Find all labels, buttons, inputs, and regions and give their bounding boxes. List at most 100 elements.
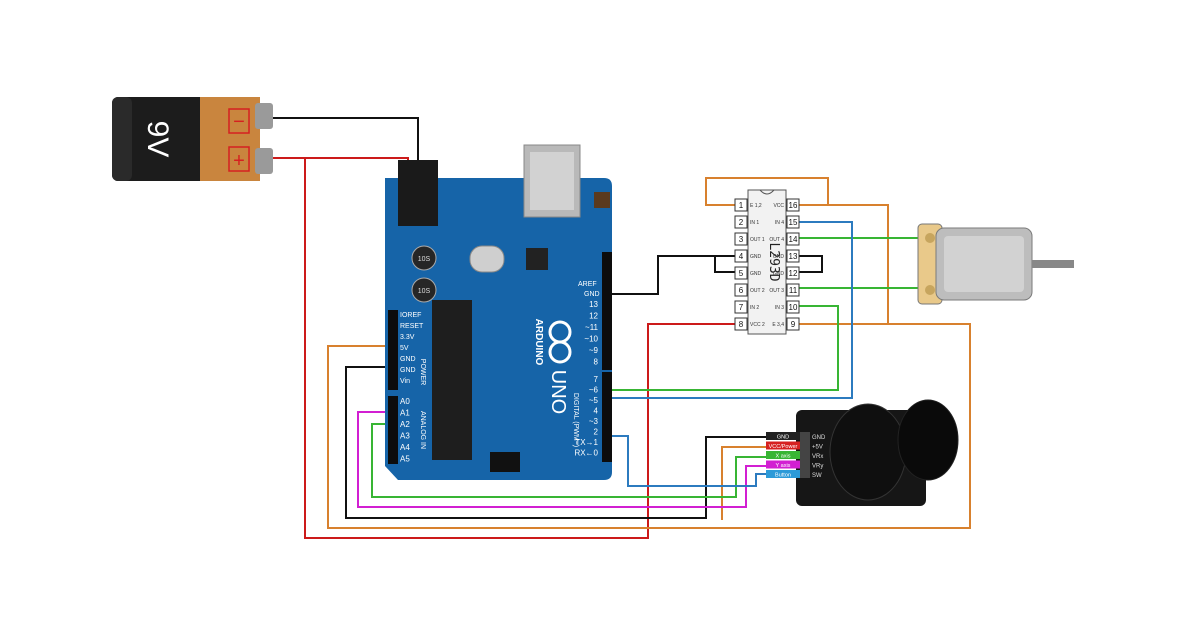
driver-pin-box xyxy=(786,249,800,263)
driver-pin-name: E 3,4 xyxy=(772,322,784,328)
joystick-header xyxy=(800,432,810,478)
driver-pin-name: OUT 3 xyxy=(769,288,784,294)
driver-pin-name: GND xyxy=(750,271,762,277)
driver-pin-number: 3 xyxy=(739,235,744,244)
wire-vcc-bus xyxy=(792,204,889,325)
digital-pin-label: 13 xyxy=(589,300,598,309)
joystick-pin-label: GND xyxy=(812,435,826,441)
wire-gnd-bridge-right xyxy=(792,255,823,273)
analog-pin-label: A2 xyxy=(400,420,410,429)
power-pin-label: Vin xyxy=(400,378,410,385)
arduino-uno-board: 10S 10S ARDUINO UNO AREF GND POWER ANALO… xyxy=(385,144,612,480)
wires xyxy=(268,117,971,539)
digital-pin-label: 7 xyxy=(594,375,599,384)
driver-pin-name: IN 4 xyxy=(775,220,784,226)
driver-pin-box xyxy=(786,283,800,297)
digital-pin-label: 4 xyxy=(594,407,599,416)
power-jack xyxy=(398,160,438,226)
wire-joy-button xyxy=(612,435,766,487)
digital-pin-label: 2 xyxy=(594,428,599,437)
driver-pin-name: GND xyxy=(773,271,785,277)
wire-red-bus xyxy=(304,158,742,539)
joystick-tag-bg xyxy=(766,470,800,478)
joystick-tag-bg xyxy=(766,432,800,440)
driver-pin-box xyxy=(786,198,800,212)
joystick-cap xyxy=(897,399,959,481)
driver-pin-name: VCC xyxy=(773,203,784,209)
power-pin-label: IOREF xyxy=(400,312,421,319)
driver-pin-name: OUT 2 xyxy=(750,288,765,294)
wire-in3 xyxy=(612,305,839,391)
wire-joy-gnd xyxy=(345,366,766,519)
joystick-tag-label: X axis xyxy=(776,454,791,460)
power-header xyxy=(388,310,398,390)
digital-pin-label: ~6 xyxy=(589,386,599,395)
driver-pin-box xyxy=(734,317,748,331)
analog-pin-label: A1 xyxy=(400,409,410,418)
driver-pin-name: OUT 1 xyxy=(750,237,765,243)
driver-pin-number: 5 xyxy=(739,269,744,278)
dc-motor xyxy=(917,223,1074,305)
joystick-base xyxy=(829,403,907,501)
digital-bottom-pin-labels: 7 ~6~5 4~3 2TX→1RX←0 xyxy=(574,375,598,458)
driver-pin-number: 13 xyxy=(789,252,798,261)
driver-pin-box xyxy=(734,300,748,314)
battery-minus-symbol: − xyxy=(233,111,245,133)
digital-pin-label: TX→1 xyxy=(575,438,598,447)
wire-gnd-to-driver xyxy=(600,255,742,295)
wire-joy-x xyxy=(371,423,766,498)
digital-pin-label: ~11 xyxy=(585,323,599,332)
wire-battery-positive xyxy=(268,157,409,170)
analog-title: ANALOG IN xyxy=(419,411,426,449)
capacitor-2 xyxy=(411,277,437,303)
driver-pin-box xyxy=(734,266,748,280)
joystick-pin-label: VRy xyxy=(812,464,823,470)
driver-pin-box xyxy=(734,198,748,212)
driver-pin-box xyxy=(786,215,800,229)
driver-pin-name: VCC 2 xyxy=(750,322,765,328)
analog-pin-label: A5 xyxy=(400,455,410,464)
digital-pin-label: ~5 xyxy=(589,396,599,405)
analog-pin-label: A3 xyxy=(400,432,410,441)
driver-pin-box xyxy=(786,266,800,280)
wire-battery-negative xyxy=(268,117,419,170)
driver-pin-number: 1 xyxy=(739,201,744,210)
digital-title: DIGITAL (PWM~) xyxy=(572,393,579,447)
driver-pin-box xyxy=(734,283,748,297)
driver-pin-number: 8 xyxy=(739,320,744,329)
power-pin-label: GND xyxy=(400,356,416,363)
driver-pin-name: GND xyxy=(773,254,785,260)
wire-joy-vcc xyxy=(721,446,766,520)
digital-pin-label: 8 xyxy=(594,358,599,367)
joystick-tag-label: Button xyxy=(775,473,791,479)
digital-pin-label: RX←0 xyxy=(574,449,598,458)
driver-pin-box xyxy=(734,249,748,263)
driver-pin-number: 9 xyxy=(791,320,796,329)
wire-joy-y xyxy=(357,411,766,508)
driver-pin-name: IN 3 xyxy=(775,305,784,311)
driver-pin-name: E 1,2 xyxy=(750,203,762,209)
driver-pin-name: IN 1 xyxy=(750,220,759,226)
joystick-tag-bg xyxy=(766,441,800,450)
driver-pin-box xyxy=(734,215,748,229)
power-pin-label: RESET xyxy=(400,323,424,330)
joystick-tag-label: GND xyxy=(777,435,789,441)
capacitor-2-label: 10S xyxy=(418,288,431,295)
icsp-header xyxy=(490,452,520,472)
arduino-model-text: UNO xyxy=(547,370,569,414)
digital-pin-label: ~3 xyxy=(589,417,599,426)
driver-pin-box xyxy=(786,232,800,246)
wire-in4 xyxy=(612,221,853,399)
digital-pin-label: 12 xyxy=(589,312,598,321)
driver-pin-number: 6 xyxy=(739,286,744,295)
driver-pin-number: 10 xyxy=(789,303,798,312)
driver-pin-number: 2 xyxy=(739,218,744,227)
aref-label: AREF xyxy=(578,281,597,288)
digital-header-top xyxy=(602,252,612,370)
digital-pin-label: ~9 xyxy=(589,346,599,355)
